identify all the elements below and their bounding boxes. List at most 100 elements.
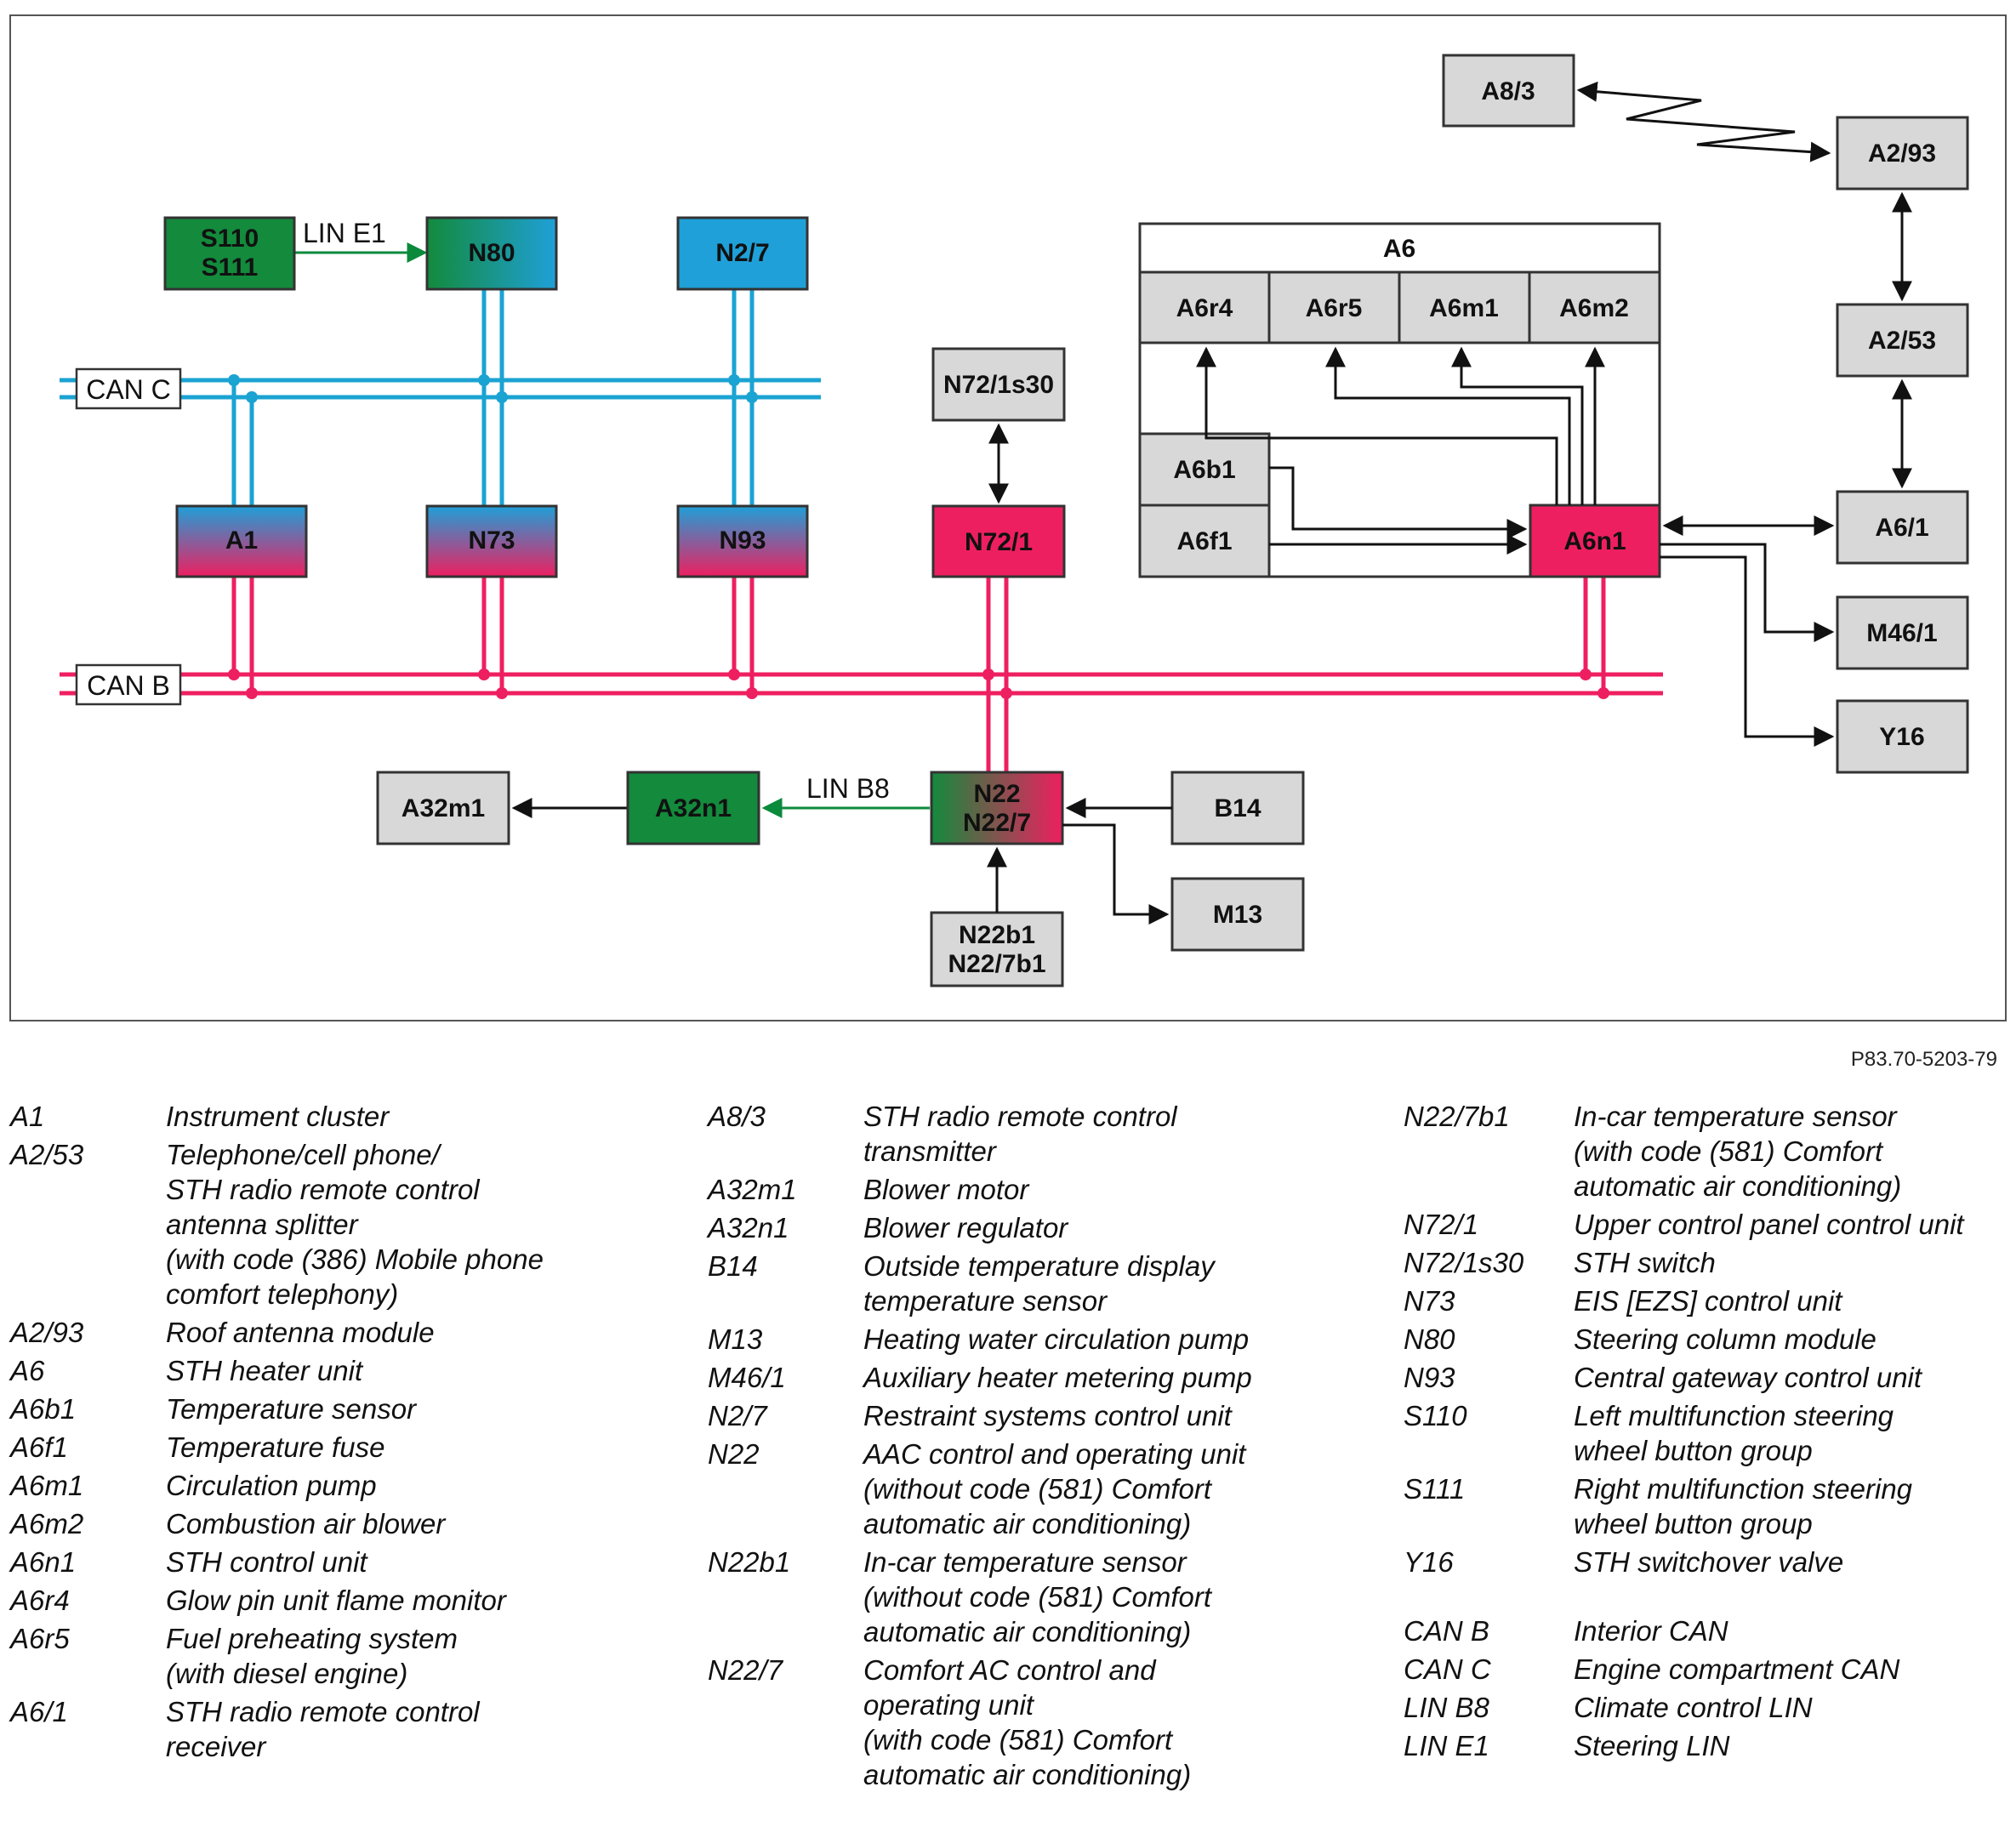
legend-description: Upper control panel control unit <box>1574 1209 1964 1240</box>
legend-description: Roof antenna module <box>166 1317 435 1348</box>
legend-item: M13 Heating water circulation pump <box>708 1322 1388 1357</box>
legend-code: A1 <box>10 1101 45 1132</box>
legend-code: B14 <box>708 1250 758 1282</box>
legend-code: LIN E1 <box>1404 1730 1489 1761</box>
legend-code: N2/7 <box>708 1400 767 1431</box>
legend-description: Left multifunction steering wheel button… <box>1574 1400 1894 1466</box>
node-s110-s111: S110 S111 <box>163 216 296 291</box>
svg-text:A6m1: A6m1 <box>1429 294 1499 322</box>
legend-code: A6f1 <box>10 1431 68 1463</box>
node-m46-1: M46/1 <box>1836 595 1969 670</box>
svg-text:A2/53: A2/53 <box>1868 327 1936 355</box>
svg-text:Y16: Y16 <box>1879 723 1924 751</box>
node-m13: M13 <box>1170 877 1305 952</box>
node-n22b1-n22-7b1: N22b1 N22/7b1 <box>930 911 1064 987</box>
legend-code: N73 <box>1404 1285 1455 1317</box>
legend-item: N72/1 Upper control panel control unit <box>1404 1207 2016 1242</box>
legend-code: A6r5 <box>10 1623 70 1654</box>
figure-code: P83.70-5203-79 <box>1850 1048 1997 1071</box>
legend-description: Fuel preheating system (with diesel engi… <box>166 1623 458 1689</box>
svg-text:A6/1: A6/1 <box>1875 514 1928 542</box>
legend-code: N22/7b1 <box>1404 1101 1510 1132</box>
svg-text:A1: A1 <box>225 526 258 555</box>
lin-b8-label: LIN B8 <box>806 773 890 804</box>
legend-code: A2/93 <box>10 1317 84 1348</box>
network-diagram: CAN C CAN B LIN E1 LIN B8 S110 S111 N80 … <box>9 14 2007 1021</box>
svg-text:A6r4: A6r4 <box>1176 294 1233 322</box>
node-n2-7: N2/7 <box>676 216 809 291</box>
legend-description: Temperature sensor <box>166 1393 417 1425</box>
legend-description: Temperature fuse <box>166 1431 385 1463</box>
legend-item: N72/1s30 STH switch <box>1404 1245 2016 1280</box>
legend-code: A6r4 <box>10 1585 70 1616</box>
svg-text:N2/7: N2/7 <box>715 239 769 267</box>
node-a1: A1 <box>175 504 308 578</box>
legend-code: M13 <box>708 1323 763 1355</box>
legend-description: STH switchover valve <box>1574 1546 1844 1578</box>
svg-text:A6f1: A6f1 <box>1176 527 1232 555</box>
node-b14: B14 <box>1170 771 1305 845</box>
legend-description: STH switch <box>1574 1247 1716 1278</box>
svg-text:S111: S111 <box>202 253 259 282</box>
svg-text:M46/1: M46/1 <box>1866 619 1937 647</box>
m13-link <box>1062 823 1170 925</box>
legend-description: STH heater unit <box>166 1355 363 1386</box>
legend-code: N22b1 <box>708 1546 791 1578</box>
node-n93: N93 <box>676 504 809 578</box>
legend-description: Comfort AC control and operating unit (w… <box>863 1654 1192 1790</box>
node-a32m1: A32m1 <box>376 771 510 845</box>
legend-description: Blower motor <box>863 1174 1029 1205</box>
node-y16: Y16 <box>1836 699 1969 774</box>
legend-code: A6n1 <box>10 1546 77 1578</box>
legend-description: Right multifunction steering wheel butto… <box>1574 1473 1913 1539</box>
legend-item: A6r5 Fuel preheating system (with diesel … <box>10 1621 691 1691</box>
legend-description: Heating water circulation pump <box>863 1323 1250 1355</box>
a6-heater-unit: A6 A6r4 A6r5 A6m1 A6m2 A6b1 A6f1 A6n1 <box>1138 222 1661 578</box>
legend-column-3: N22/7b1 In-car temperature sensor (with c… <box>1404 1099 2016 1767</box>
lin-e1-label: LIN E1 <box>303 218 386 248</box>
svg-text:N72/1s30: N72/1s30 <box>943 371 1054 399</box>
svg-text:N73: N73 <box>468 526 515 555</box>
legend-code: N72/1 <box>1404 1209 1479 1240</box>
node-a2-53: A2/53 <box>1836 303 1969 378</box>
legend-item: N2/7 Restraint systems control unit <box>708 1398 1388 1433</box>
legend-description: In-car temperature sensor (with code (58… <box>1574 1101 1902 1202</box>
svg-text:N22b1: N22b1 <box>959 921 1035 949</box>
legend-code: A6m2 <box>10 1508 84 1539</box>
legend-code: N72/1s30 <box>1404 1247 1524 1278</box>
svg-text:N22/7: N22/7 <box>963 809 1031 837</box>
svg-text:A32n1: A32n1 <box>655 794 732 822</box>
legend-code: A2/53 <box>10 1139 84 1170</box>
legend-item: A2/93 Roof antenna module <box>10 1315 691 1350</box>
svg-text:CAN C: CAN C <box>86 374 171 405</box>
m46-1-link <box>1660 543 1835 642</box>
legend-description: STH radio remote control transmitter <box>863 1101 1177 1167</box>
node-n72-1s30: N72/1s30 <box>931 347 1066 422</box>
legend-description: Interior CAN <box>1574 1615 1728 1647</box>
node-n72-1: N72/1 <box>931 504 1066 578</box>
legend-code: N22/7 <box>708 1654 783 1686</box>
legend-description: AAC control and operating unit (without … <box>863 1438 1246 1539</box>
svg-text:A6r5: A6r5 <box>1306 294 1363 322</box>
svg-text:M13: M13 <box>1213 901 1262 929</box>
legend-description: Restraint systems control unit <box>863 1400 1232 1431</box>
legend-code: N80 <box>1404 1323 1455 1355</box>
legend-code: S111 <box>1404 1473 1466 1505</box>
can-c-junctions <box>228 374 758 403</box>
can-b-label: CAN B <box>75 663 182 706</box>
